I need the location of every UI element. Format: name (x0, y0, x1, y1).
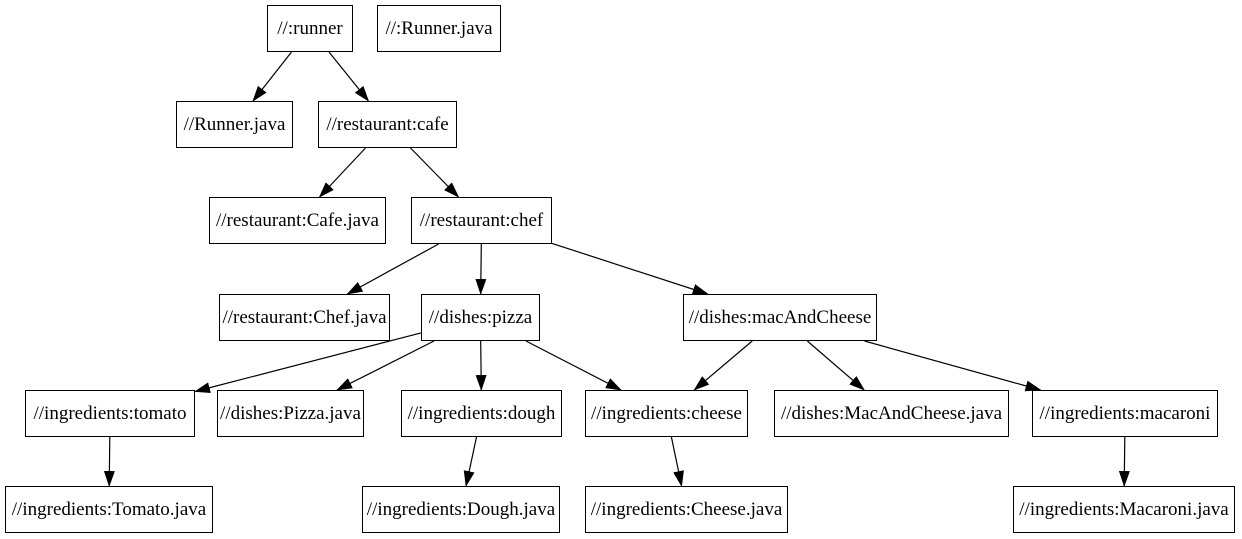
node-macaroni: //ingredients:macaroni (1032, 390, 1218, 437)
node-cafe-java: //restaurant:Cafe.java (209, 197, 386, 244)
node-macandcheese: //dishes:macAndCheese (683, 294, 877, 341)
edge-runner-to-runner-java (252, 51, 292, 102)
node-label: //restaurant:Cafe.java (215, 210, 379, 231)
node-label: //Runner.java (183, 114, 286, 135)
edge-pizza-to-tomato (194, 332, 422, 394)
node-label: //:runner (277, 18, 343, 39)
edge-macandcheese-to-macaroni (864, 340, 1042, 392)
node-label: //restaurant:cafe (326, 114, 449, 135)
node-runner: //:runner (267, 5, 353, 52)
node-dough: //ingredients:dough (401, 390, 562, 437)
edge-macandcheese-to-cheese (693, 340, 753, 391)
node-cheese: //ingredients:cheese (585, 390, 748, 437)
edge-pizza-to-cheese (525, 340, 622, 391)
node-label: //dishes:macAndCheese (688, 307, 872, 328)
node-runner-java: //Runner.java (176, 101, 293, 148)
node-label: //ingredients:Tomato.java (11, 499, 207, 520)
node-label: //ingredients:Dough.java (366, 499, 556, 520)
node-tomato: //ingredients:tomato (25, 390, 195, 437)
edge-macandcheese-to-macandcheese-java (806, 340, 865, 391)
node-chef-java: //restaurant:Chef.java (219, 294, 390, 341)
node-label: //ingredients:macaroni (1039, 403, 1211, 424)
edge-chef-to-chef-java (346, 243, 439, 295)
node-macaroni-java: //ingredients:Macaroni.java (1013, 486, 1235, 533)
edge-chef-to-macandcheese (551, 242, 709, 295)
edge-chef-to-pizza (475, 243, 487, 295)
edge-dough-to-dough-java (463, 436, 478, 487)
node-label: //ingredients:Macaroni.java (1019, 499, 1229, 520)
node-pizza: //dishes:pizza (421, 294, 540, 341)
node-label: //restaurant:chef (419, 210, 544, 231)
edge-pizza-to-dough (475, 340, 487, 391)
edge-pizza-to-pizza-java (336, 340, 435, 391)
edge-macaroni-to-macaroni-java (1118, 436, 1130, 487)
edge-runner-to-cafe (328, 51, 370, 102)
edge-cafe-to-cafe-java (318, 147, 366, 198)
node-label: //ingredients:Cheese.java (590, 499, 783, 520)
node-chef: //restaurant:chef (411, 197, 552, 244)
node-cheese-java: //ingredients:Cheese.java (585, 486, 788, 533)
edge-cheese-to-cheese-java (670, 436, 684, 487)
node-root-runner-java: //:Runner.java (377, 5, 501, 52)
node-label: //ingredients:tomato (33, 403, 187, 424)
edge-cafe-to-chef (410, 147, 460, 198)
node-tomato-java: //ingredients:Tomato.java (5, 486, 213, 533)
node-label: //ingredients:cheese (591, 403, 742, 424)
node-label: //ingredients:dough (407, 403, 556, 424)
node-label: //dishes:Pizza.java (220, 403, 361, 424)
node-pizza-java: //dishes:Pizza.java (217, 390, 364, 437)
node-label: //dishes:MacAndCheese.java (780, 403, 1003, 424)
node-label: //:Runner.java (385, 18, 493, 39)
node-macandcheese-java: //dishes:MacAndCheese.java (774, 390, 1009, 437)
node-label: //dishes:pizza (428, 307, 533, 328)
node-label: //restaurant:Chef.java (222, 307, 387, 328)
node-cafe: //restaurant:cafe (318, 101, 457, 148)
edge-tomato-to-tomato-java (103, 436, 115, 487)
node-dough-java: //ingredients:Dough.java (362, 486, 560, 533)
